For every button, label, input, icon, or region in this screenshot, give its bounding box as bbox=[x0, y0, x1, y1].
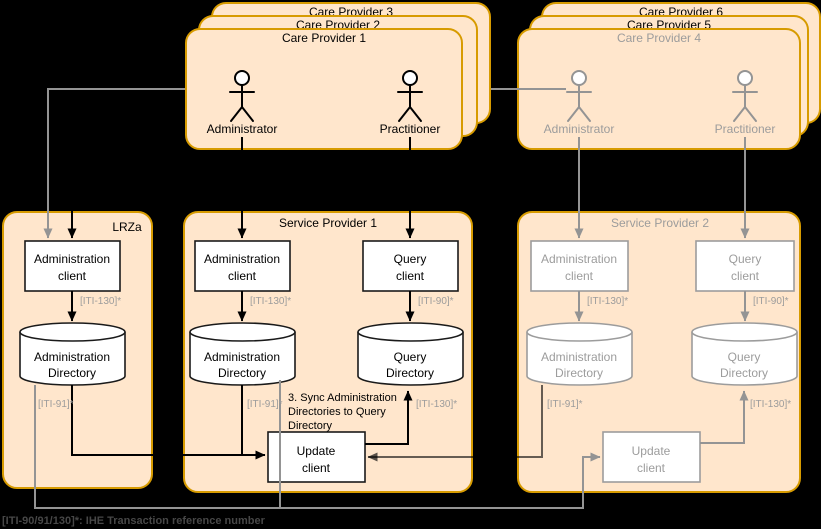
svg-text:Administration: Administration bbox=[541, 350, 617, 364]
svg-text:Directory: Directory bbox=[288, 420, 333, 432]
query-directory-cylinder-sp2: Query Directory bbox=[691, 322, 798, 386]
svg-text:Directory: Directory bbox=[720, 366, 768, 380]
transaction-label-sp1-iti90: [ITI-90]* bbox=[418, 296, 454, 307]
svg-text:Administration: Administration bbox=[34, 350, 110, 364]
transaction-label-lrza-iti130: [ITI-130]* bbox=[80, 296, 121, 307]
administration-client-node-sp1: Administration client bbox=[194, 240, 291, 292]
svg-text:Administration: Administration bbox=[204, 350, 280, 364]
administration-directory-cylinder-sp1: Administration Directory bbox=[189, 322, 296, 386]
service-provider-1-box: Service Provider 1 Administration client… bbox=[183, 211, 473, 493]
svg-text:Directory: Directory bbox=[218, 366, 266, 380]
query-directory-cylinder-sp1: Query Directory bbox=[357, 322, 464, 386]
svg-text:Update: Update bbox=[632, 444, 671, 458]
svg-text:Administration: Administration bbox=[34, 252, 110, 266]
card-title: Care Provider 1 bbox=[282, 31, 366, 45]
transaction-label-sp2-iti130-update: [ITI-130]* bbox=[750, 399, 791, 410]
transaction-label-sp1-iti130-admin: [ITI-130]* bbox=[250, 296, 291, 307]
svg-text:Administration: Administration bbox=[204, 252, 280, 266]
footnote: [ITI-90/91/130]*: IHE Transaction refere… bbox=[2, 515, 266, 527]
transaction-label-sp2-iti91: [ITI-91]* bbox=[547, 399, 583, 410]
connectors bbox=[34, 137, 750, 509]
svg-text:Query: Query bbox=[729, 252, 762, 266]
edge-sp2-admin-directory-to-sp1-update-client-iti91 bbox=[367, 385, 543, 462]
box-title: LRZa bbox=[112, 220, 142, 234]
transaction-label-lrza-iti91: [ITI-91]* bbox=[38, 399, 74, 410]
actor-label: Practitioner bbox=[715, 122, 776, 136]
practitioner-actor-inactive-icon: Practitioner bbox=[715, 70, 776, 136]
query-client-node-sp2: Query client bbox=[695, 240, 795, 292]
transaction-label-sp2-iti90: [ITI-90]* bbox=[753, 296, 789, 307]
svg-text:client: client bbox=[396, 269, 425, 283]
svg-text:Directory: Directory bbox=[555, 366, 603, 380]
svg-text:Directory: Directory bbox=[386, 366, 434, 380]
svg-text:Directories to Query: Directories to Query bbox=[288, 406, 386, 418]
administrator-actor-icon: Administrator bbox=[207, 70, 278, 136]
transaction-label-sp1-iti91: [ITI-91]* bbox=[247, 399, 283, 410]
actor-label: Administrator bbox=[544, 122, 615, 136]
administration-client-node-lrza: Administration client bbox=[24, 240, 121, 292]
svg-text:client: client bbox=[565, 269, 594, 283]
administration-directory-cylinder-lrza: Administration Directory bbox=[19, 322, 126, 386]
service-provider-2-box: Service Provider 2 Administration client… bbox=[517, 211, 801, 493]
query-client-node-sp1: Query client bbox=[362, 240, 459, 292]
lrza-box: LRZa Administration client Administratio… bbox=[2, 211, 153, 489]
sync-annotation: 3. Sync Administration Directories to Qu… bbox=[288, 392, 397, 432]
svg-text:Query: Query bbox=[394, 350, 427, 364]
svg-text:Administration: Administration bbox=[541, 252, 617, 266]
administration-directory-cylinder-sp2: Administration Directory bbox=[526, 322, 633, 386]
actor-label: Practitioner bbox=[380, 122, 441, 136]
care-provider-1-card: Care Provider 1 Administrator Practition… bbox=[185, 28, 463, 150]
edge-sp2-update-client-to-query-directory-iti130 bbox=[700, 390, 749, 444]
svg-text:Directory: Directory bbox=[48, 366, 96, 380]
practitioner-actor-icon: Practitioner bbox=[380, 70, 441, 136]
labels: [ITI-130]* [ITI-91]* [ITI-130]* [ITI-90]… bbox=[2, 296, 791, 527]
svg-text:Query: Query bbox=[728, 350, 761, 364]
transaction-label-sp2-iti130-admin: [ITI-130]* bbox=[587, 296, 628, 307]
edge-lrza-directory-to-sp2-update-client-bottom-bus bbox=[34, 385, 601, 509]
administration-client-node-sp2: Administration client bbox=[530, 240, 629, 292]
svg-text:Update: Update bbox=[297, 444, 336, 458]
actor-label: Administrator bbox=[207, 122, 278, 136]
edge-lrza-directory-to-sp1-update-client-iti91 bbox=[71, 385, 266, 460]
update-client-node-sp1: Update client bbox=[267, 431, 366, 483]
card-title: Care Provider 4 bbox=[617, 31, 701, 45]
update-client-node-sp2: Update client bbox=[602, 431, 701, 483]
svg-text:client: client bbox=[731, 269, 760, 283]
svg-text:client: client bbox=[228, 269, 257, 283]
box-title: Service Provider 2 bbox=[611, 216, 709, 230]
administrator-actor-inactive-icon: Administrator bbox=[544, 70, 615, 136]
transaction-label-sp1-iti130-update: [ITI-130]* bbox=[416, 399, 457, 410]
box-title: Service Provider 1 bbox=[279, 216, 377, 230]
svg-text:client: client bbox=[302, 461, 331, 475]
edge-sp1-update-client-to-query-directory-iti130 bbox=[365, 390, 413, 445]
svg-text:3. Sync Administration: 3. Sync Administration bbox=[288, 392, 397, 404]
svg-text:Query: Query bbox=[394, 252, 427, 266]
svg-text:client: client bbox=[58, 269, 87, 283]
svg-text:client: client bbox=[637, 461, 666, 475]
